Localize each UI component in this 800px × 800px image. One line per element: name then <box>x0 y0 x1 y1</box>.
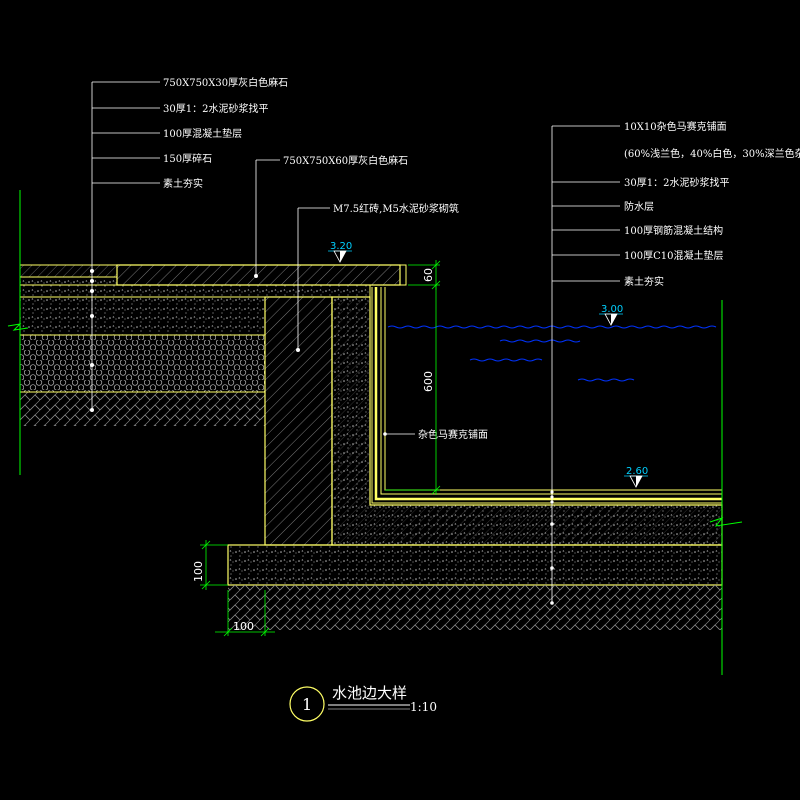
title-number: 1 <box>302 695 312 714</box>
title-number-circle <box>289 686 325 722</box>
coping <box>116 264 407 286</box>
mortar-bed <box>19 276 118 286</box>
left-leader-dots <box>90 269 300 412</box>
elevation-top: 3.20 <box>328 241 352 263</box>
left-label-1: 30厚1：2水泥砂浆找平 <box>163 102 268 115</box>
title-block: 1 水池边大样 1:10 <box>289 684 437 722</box>
mosaic-label: 杂色马赛克铺面 <box>418 428 488 441</box>
right-label-3: 防水层 <box>624 200 654 213</box>
left-label-group: 750X750X30厚灰白色麻石 30厚1：2水泥砂浆找平 100厚混凝土垫层 … <box>163 76 459 215</box>
right-label-5: 100厚C10混凝土垫层 <box>624 249 723 262</box>
elevation-bottom-value: 2.60 <box>626 466 648 477</box>
dim-footing-width <box>215 590 275 637</box>
left-leaders <box>91 81 330 410</box>
gravel-layer <box>19 334 266 393</box>
elevation-water: 3.00 <box>599 304 623 326</box>
paving-stone <box>19 264 118 278</box>
right-leader-dots <box>383 432 554 605</box>
elevation-top-value: 3.20 <box>330 241 352 252</box>
mortar-under-coping <box>19 284 371 298</box>
right-label-2: 30厚1：2水泥砂浆找平 <box>624 176 729 189</box>
right-label-0: 10X10杂色马赛克铺面 <box>624 120 727 133</box>
right-label-4: 100厚钢筋混凝土结构 <box>624 224 723 237</box>
dim-footing-width-text: 100 <box>233 620 254 633</box>
right-label-6: 素土夯实 <box>624 275 664 288</box>
elevation-water-value: 3.00 <box>601 304 623 315</box>
dim-depth-text: 600 <box>422 371 435 392</box>
coping-label: 750X750X60厚灰白色麻石 <box>283 154 408 167</box>
dim-depth <box>385 285 441 495</box>
concrete-cushion <box>19 296 266 336</box>
title-name: 水池边大样 <box>332 684 407 702</box>
footing <box>227 544 723 630</box>
dim-coping-text: 60 <box>422 268 435 282</box>
left-paving <box>19 264 371 426</box>
left-label-3: 150厚碎石 <box>163 152 212 165</box>
break-lines <box>7 190 743 675</box>
right-label-1: (60%浅兰色，40%白色，30%深兰色杂铺) <box>624 147 800 160</box>
earth-left <box>20 392 265 426</box>
left-label-0: 750X750X30厚灰白色麻石 <box>163 76 288 89</box>
brick-wall <box>264 296 333 546</box>
elevation-bottom: 2.60 <box>624 466 648 488</box>
wall-label: M7.5红砖,M5水泥砂浆砌筑 <box>333 202 459 215</box>
title-scale: 1:10 <box>410 700 437 714</box>
left-label-4: 素土夯实 <box>163 177 203 190</box>
right-label-group: 10X10杂色马赛克铺面 (60%浅兰色，40%白色，30%深兰色杂铺) 30厚… <box>418 120 800 441</box>
dim-footing-height-text: 100 <box>192 561 205 582</box>
dim-footing-height <box>200 540 228 590</box>
left-label-2: 100厚混凝土垫层 <box>163 127 242 140</box>
